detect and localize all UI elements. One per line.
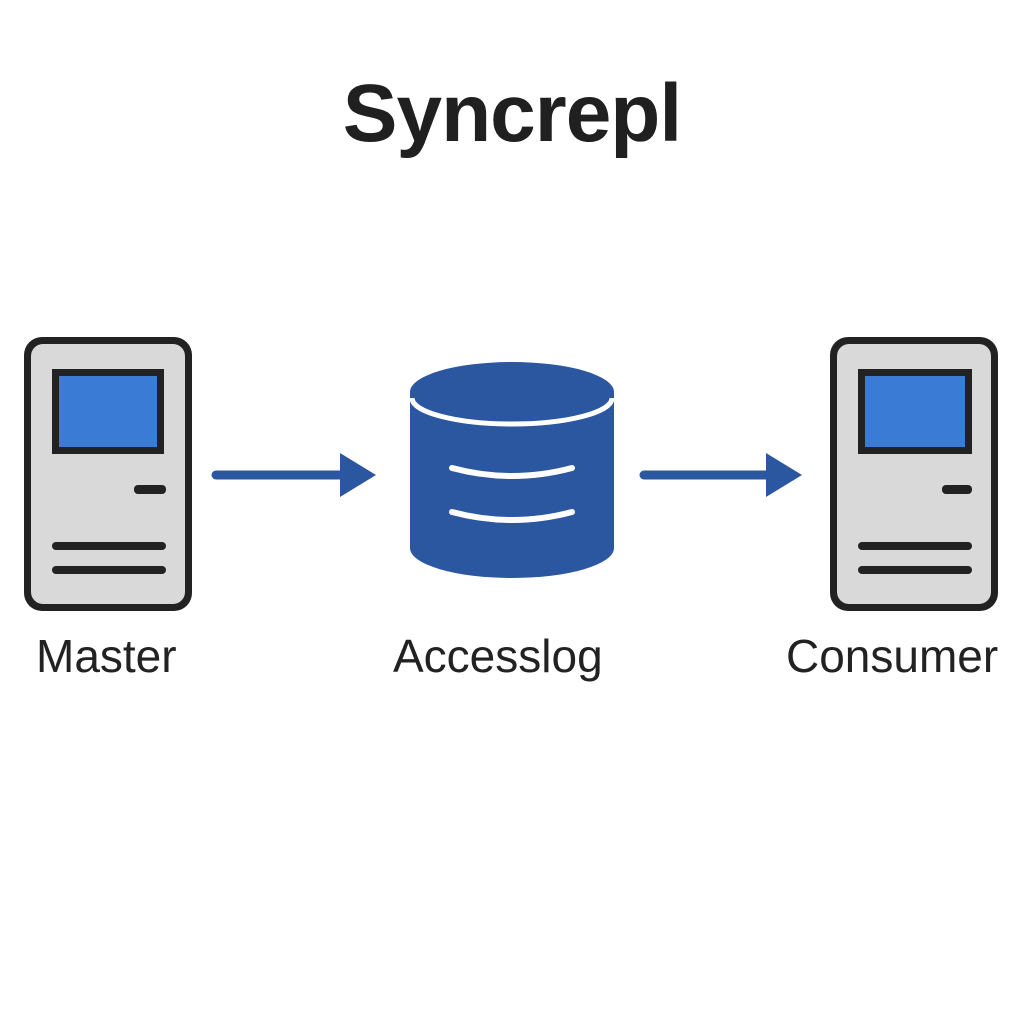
consumer-server-icon (830, 337, 998, 611)
consumer-slot (942, 485, 972, 494)
consumer-vent-line (858, 566, 972, 574)
consumer-vent-line (858, 542, 972, 550)
master-server-icon (24, 337, 192, 611)
consumer-label: Consumer (786, 630, 999, 682)
database-stripe (449, 465, 575, 479)
accesslog-database-icon (409, 362, 615, 578)
consumer-screen (865, 376, 965, 447)
database-stripe (449, 509, 575, 523)
diagram-title: Syncrepl (342, 68, 682, 159)
master-vent-line (52, 566, 166, 574)
master-slot (134, 485, 166, 494)
master-vent-line (52, 542, 166, 550)
accesslog-label: Accesslog (393, 630, 603, 682)
master-screen (59, 376, 157, 447)
arrow-master-to-accesslog (211, 453, 376, 497)
master-label: Master (36, 630, 177, 682)
arrow-accesslog-to-consumer (639, 453, 802, 497)
